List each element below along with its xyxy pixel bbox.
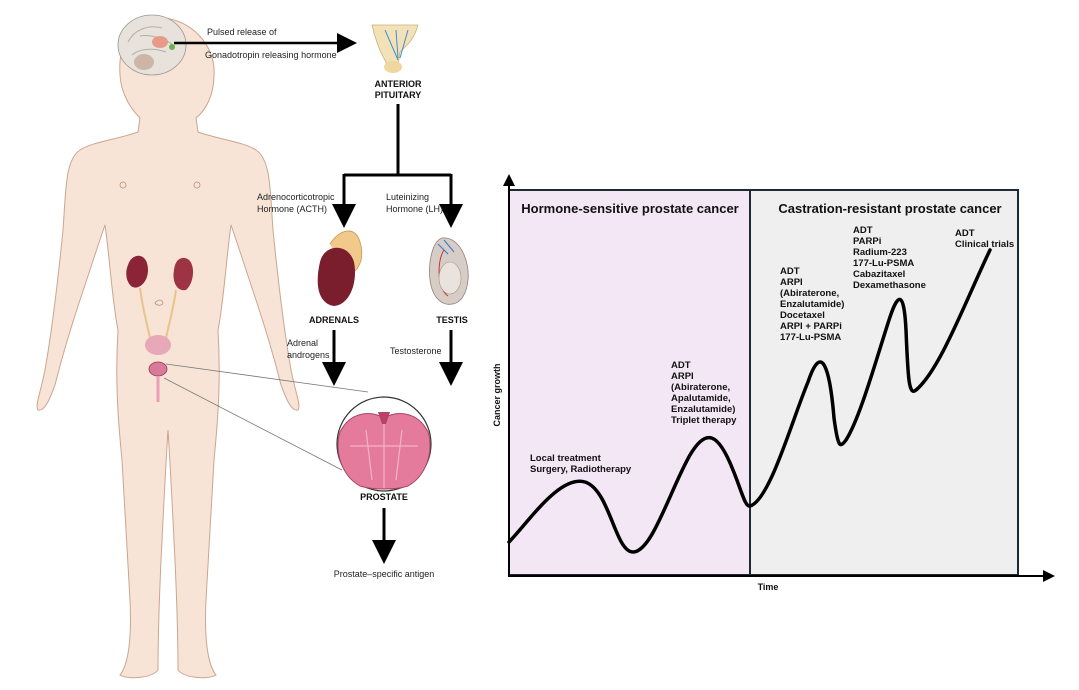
kidneys: [126, 255, 194, 339]
hypothalamus: [152, 36, 168, 48]
treatment-local-0: Local treatment: [530, 453, 602, 464]
treatment-crpc1-6: 177-Lu-PSMA: [780, 332, 841, 343]
treatment-hspc-4: Enzalutamide): [671, 404, 735, 415]
lh-label-1: Luteinizing: [386, 192, 429, 202]
treatment-hspc-2: (Abiraterone,: [671, 382, 730, 393]
treatment-crpc3-1: Clinical trials: [955, 239, 1014, 250]
human-body-illustration: [36, 14, 369, 679]
treatments-hspc: ADT ARPI (Abiraterone, Apalutamide, Enza…: [671, 360, 737, 426]
treatments-local: Local treatment Surgery, Radiotherapy: [530, 453, 632, 475]
adrenals-label: ADRENALS: [309, 315, 359, 325]
phase-sensitive-title: Hormone-sensitive prostate cancer: [521, 201, 738, 216]
prostate-inset-illustration: [336, 396, 432, 492]
acth-label-2: Hormone (ACTH): [257, 204, 327, 214]
bladder: [145, 335, 171, 355]
anterior-pituitary-label-2: PITUITARY: [375, 90, 422, 100]
treatment-crpc1-3: Enzalutamide): [780, 299, 844, 310]
treatment-crpc2-2: Radium-223: [853, 247, 907, 258]
adrenal-androgens-label-2: androgens: [287, 350, 330, 360]
treatment-crpc2-5: Dexamethasone: [853, 280, 926, 291]
treatment-hspc-1: ARPI: [671, 371, 694, 382]
pituitary-dot: [169, 44, 175, 50]
treatment-crpc2-4: Cabazitaxel: [853, 269, 905, 280]
progression-chart: Time Cancer growth Hormone-sensitive pro…: [492, 174, 1055, 592]
treatment-crpc2-3: 177-Lu-PSMA: [853, 258, 914, 269]
lh-label-2: Hormone (LH): [386, 204, 443, 214]
treatment-local-1: Surgery, Radiotherapy: [530, 464, 632, 475]
treatment-crpc2-0: ADT: [853, 225, 873, 236]
hpg-axis: Pulsed release of Gonadotropin releasing…: [174, 24, 469, 579]
treatment-crpc2-1: PARPi: [853, 236, 881, 247]
treatment-hspc-3: Apalutamide,: [671, 393, 731, 404]
treatment-hspc-5: Triplet therapy: [671, 415, 737, 426]
x-axis-label: Time: [758, 582, 779, 592]
gnrh-label-1: Pulsed release of: [207, 27, 277, 37]
treatment-crpc1-0: ADT: [780, 266, 800, 277]
acth-label-1: Adrenocorticotropic: [257, 192, 335, 202]
treatment-crpc1-2: (Abiraterone,: [780, 288, 839, 299]
treatment-crpc1-1: ARPI: [780, 277, 803, 288]
gnrh-label-2: Gonadotropin releasing hormone: [205, 50, 337, 60]
phase-resistant-title: Castration-resistant prostate cancer: [778, 201, 1001, 216]
treatments-crpc-1: ADT ARPI (Abiraterone, Enzalutamide) Doc…: [780, 266, 844, 343]
phase-resistant-region: [749, 189, 1019, 576]
adrenal-illustration: [317, 230, 363, 306]
psa-label: Prostate–specific antigen: [334, 569, 435, 579]
prostate-label: PROSTATE: [360, 492, 408, 502]
testis-label: TESTIS: [436, 315, 468, 325]
y-axis-label: Cancer growth: [492, 363, 502, 426]
testis-illustration: [429, 237, 469, 305]
cancer-growth-curve: [507, 248, 992, 554]
prostate-small: [148, 361, 168, 377]
treatment-crpc1-5: ARPI + PARPi: [780, 321, 842, 332]
anterior-pituitary-illustration: [371, 24, 419, 73]
cerebellum: [134, 54, 154, 70]
treatment-crpc3-0: ADT: [955, 228, 975, 239]
treatments-crpc-3: ADT Clinical trials: [955, 228, 1014, 250]
testosterone-label: Testosterone: [390, 346, 442, 356]
treatment-crpc1-4: Docetaxel: [780, 310, 825, 321]
anterior-pituitary-label-1: ANTERIOR: [375, 79, 423, 89]
treatments-crpc-2: ADT PARPi Radium-223 177-Lu-PSMA Cabazit…: [853, 225, 926, 291]
adrenal-androgens-label-1: Adrenal: [287, 338, 318, 348]
treatment-hspc-0: ADT: [671, 360, 691, 371]
